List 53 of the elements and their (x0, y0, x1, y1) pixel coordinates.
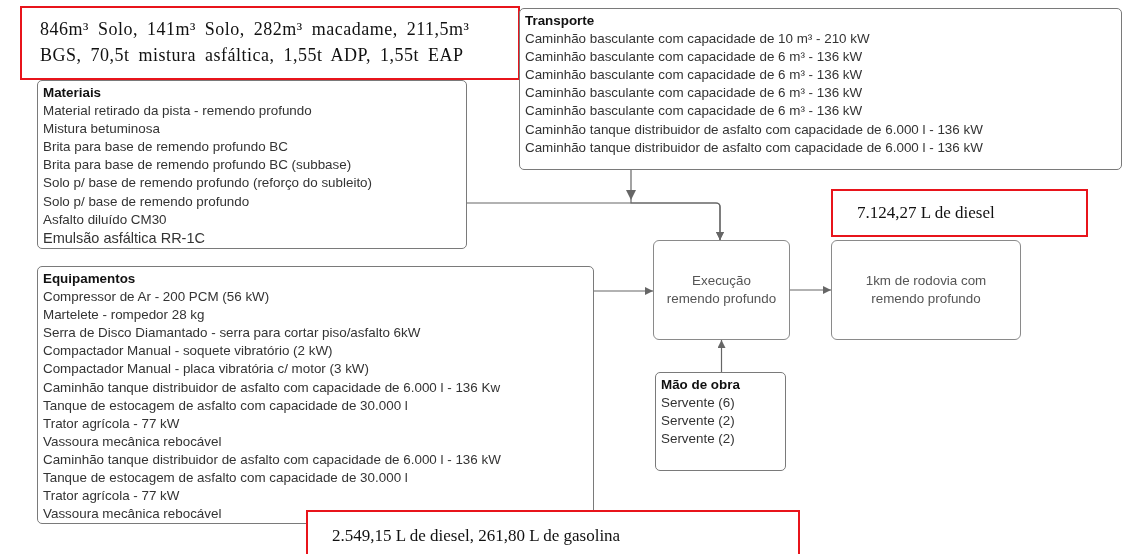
arrow (717, 339, 726, 373)
list-item: Mistura betuminosa (43, 120, 160, 139)
list-item: Servente (2) (661, 430, 735, 449)
list-item: Servente (2) (661, 412, 735, 431)
materials-list-box (37, 80, 467, 249)
list-item: Emulsão asfáltica RR-1C (43, 228, 205, 247)
list-heading: Equipamentos (43, 270, 136, 288)
list-item: Trator agrícola - 77 kW (43, 487, 180, 506)
process-box (653, 240, 790, 340)
list-item: Martelete - rompedor 28 kg (43, 306, 205, 325)
list-item: Vassoura mecânica rebocável (43, 505, 222, 524)
list-item: Tanque de estocagem de asfalto com capacidade de 30.000 l (43, 469, 408, 488)
list-item: Caminhão tanque distribuidor de asfalto com capacidade de 6.000 l - 136 Kw (43, 378, 501, 397)
list-item: Tanque de estocagem de asfalto com capacidade de 30.000 l (43, 396, 408, 415)
box-label: Execução remendo profundo (665, 271, 778, 308)
list-item: Caminhão basculante com capacidade de 6 m³ - 136 kW (525, 102, 863, 121)
box-label: 1km de rodovia com remendo profundo (864, 271, 988, 308)
list-item: Compactador Manual - soquete vibratório (2 kW) (43, 342, 333, 361)
list-item: Solo p/ base de remendo profundo (reforço do subleito) (43, 174, 373, 193)
list-item: Trator agrícola - 77 kW (43, 414, 180, 433)
list-item: Brita para base de remendo profundo BC (43, 138, 288, 157)
list-item: Caminhão basculante com capacidade de 10 m³ - 210 kW (525, 30, 870, 49)
note-box (20, 6, 520, 80)
result-box (831, 240, 1021, 340)
labor-list-box (655, 372, 786, 471)
list-heading: Mão de obra (661, 376, 740, 394)
list-item: Brita para base de remendo profundo BC (subbase) (43, 156, 352, 175)
list-item: Caminhão tanque distribuidor de asfalto com capacidade de 6.000 l - 136 kW (525, 120, 983, 139)
note-text: 7.124,27 L de diesel (857, 203, 995, 222)
list-item: Caminhão basculante com capacidade de 6 m³ - 136 kW (525, 84, 863, 103)
list-item: Caminhão tanque distribuidor de asfalto com capacidade de 6.000 l - 136 kW (43, 450, 501, 469)
arrow (593, 287, 654, 295)
list-item: Material retirado da pista - remendo profundo (43, 102, 312, 121)
transport-list-box (519, 8, 1122, 170)
list-item: Solo p/ base de remendo profundo (43, 192, 250, 211)
arrow (789, 286, 832, 294)
list-item: Serra de Disco Diamantado - serra para cortar piso/asfalto 6kW (43, 324, 421, 343)
note-text: 2.549,15 L de diesel, 261,80 L de gasolina (332, 526, 621, 545)
arrow (630, 169, 724, 241)
list-item: Compressor de Ar - 200 PCM (56 kW) (43, 288, 270, 307)
note-box (306, 510, 800, 554)
list-item: Compactador Manual - placa vibratória c/ motor (3 kW) (43, 360, 369, 379)
list-item: Caminhão basculante com capacidade de 6 m³ - 136 kW (525, 66, 863, 85)
list-heading: Materiais (43, 84, 102, 102)
note-text: 846m³ Solo, 141m³ Solo, 282m³ macadame, 211,5m³ BGS, 70,5t mistura asfáltica, 1,55t ADP, 1,55t EAP (40, 19, 470, 65)
equipment-list-box (37, 266, 594, 524)
list-item: Vassoura mecânica rebocável (43, 432, 222, 451)
list-heading: Transporte (525, 12, 595, 30)
list-item: Servente (6) (661, 394, 735, 413)
list-item: Asfalto diluído CM30 (43, 210, 167, 229)
list-item: Caminhão tanque distribuidor de asfalto com capacidade de 6.000 l - 136 kW (525, 138, 983, 157)
note-box (831, 189, 1088, 237)
list-item: Caminhão basculante com capacidade de 6 m³ - 136 kW (525, 48, 863, 67)
